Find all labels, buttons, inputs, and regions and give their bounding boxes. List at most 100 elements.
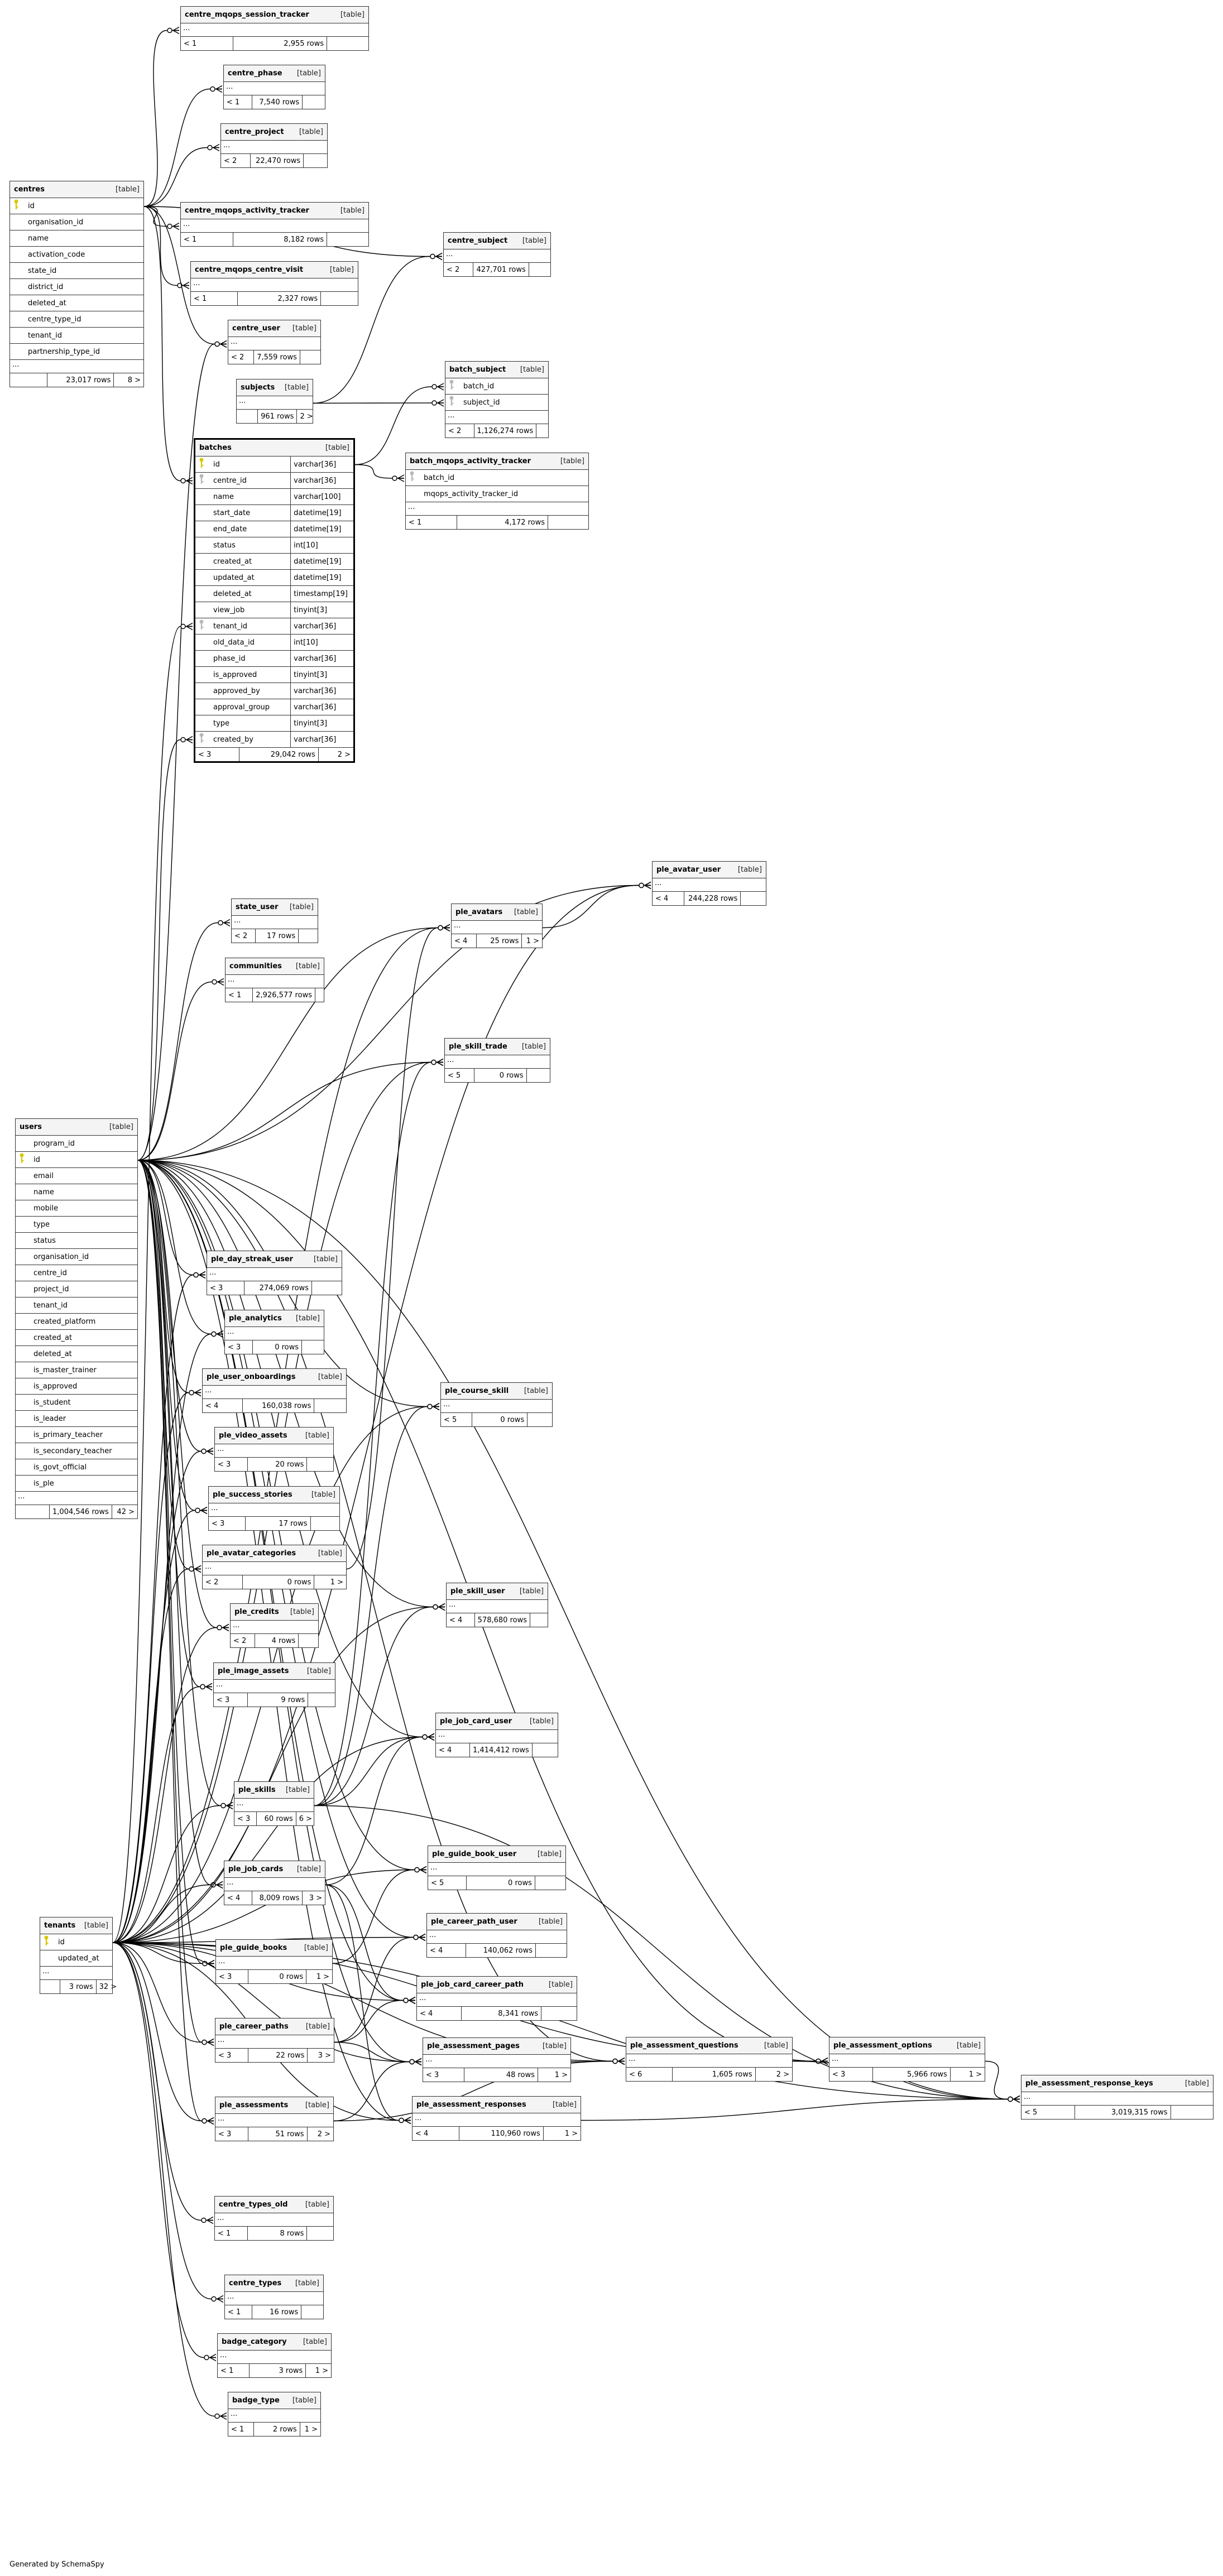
- parent-count[interactable]: < 1: [191, 292, 238, 305]
- more-columns-ellipsis[interactable]: ...: [452, 921, 542, 934]
- parent-count[interactable]: < 1: [225, 2305, 253, 2319]
- table-header[interactable]: ple_assessments[table]: [215, 2097, 333, 2114]
- child-count[interactable]: 3 >: [309, 1893, 322, 1902]
- table-header[interactable]: centre_phase[table]: [224, 65, 325, 82]
- child-count[interactable]: [299, 1634, 318, 1647]
- more-columns-ellipsis[interactable]: ...: [413, 2113, 581, 2127]
- table-name[interactable]: centre_types: [229, 2279, 282, 2287]
- table-header[interactable]: ple_credits[table]: [231, 1604, 318, 1621]
- parent-count[interactable]: < 4: [447, 1613, 475, 1627]
- parent-count[interactable]: < 3: [234, 1812, 257, 1825]
- table-name[interactable]: ple_guide_books: [220, 1944, 287, 1952]
- more-columns-ellipsis[interactable]: ...: [215, 1444, 333, 1458]
- table-name[interactable]: ple_avatar_categories: [207, 1549, 296, 1558]
- table-name[interactable]: badge_type: [232, 2396, 280, 2405]
- parent-count[interactable]: < 4: [224, 1891, 253, 1905]
- parent-count[interactable]: < 1: [224, 95, 252, 109]
- table-header[interactable]: ple_guide_books[table]: [216, 1940, 332, 1957]
- table-header[interactable]: badge_category[table]: [218, 2334, 331, 2351]
- parent-count[interactable]: < 6: [626, 2068, 673, 2081]
- child-count[interactable]: [301, 2305, 323, 2319]
- table-name[interactable]: centre_subject: [448, 237, 508, 245]
- column-row[interactable]: email: [16, 1168, 137, 1184]
- more-columns-ellipsis[interactable]: ...: [216, 1957, 332, 1970]
- table-header[interactable]: ple_job_card_user[table]: [436, 1713, 558, 1730]
- parent-count[interactable]: < 5: [445, 1069, 474, 1082]
- table-centre-mqops-activity-tracker[interactable]: centre_mqops_activity_tracker[table]...<…: [180, 202, 369, 247]
- table-name[interactable]: ple_assessment_responses: [416, 2101, 526, 2109]
- child-count[interactable]: 1 >: [330, 1578, 343, 1587]
- table-name[interactable]: ple_avatar_user: [656, 866, 721, 874]
- parent-count[interactable]: < 1: [228, 2423, 255, 2436]
- table-header[interactable]: batch_subject[table]: [445, 362, 548, 378]
- parent-count[interactable]: < 4: [653, 892, 684, 905]
- table-header[interactable]: centre_mqops_centre_visit[table]: [191, 262, 358, 278]
- more-columns-ellipsis[interactable]: ...: [203, 1562, 346, 1575]
- more-columns-ellipsis[interactable]: ...: [224, 1878, 325, 1891]
- more-columns-ellipsis[interactable]: ...: [226, 975, 324, 988]
- table-header[interactable]: centre_types[table]: [225, 2275, 323, 2292]
- child-count[interactable]: [300, 350, 320, 364]
- child-count[interactable]: [302, 1340, 324, 1354]
- parent-count[interactable]: [16, 1505, 50, 1518]
- table-header[interactable]: ple_image_assets[table]: [214, 1663, 335, 1680]
- child-count[interactable]: [741, 892, 766, 905]
- parent-count[interactable]: < 4: [417, 2007, 462, 2020]
- table-name[interactable]: batches: [199, 444, 232, 452]
- parent-count[interactable]: < 2: [444, 263, 474, 276]
- parent-count[interactable]: < 4: [413, 2127, 460, 2140]
- child-count[interactable]: [308, 1693, 335, 1707]
- parent-count[interactable]: < 4: [427, 1944, 466, 1957]
- child-count[interactable]: 2 >: [776, 2070, 789, 2079]
- child-count[interactable]: 42 >: [117, 1507, 135, 1516]
- more-columns-ellipsis[interactable]: ...: [225, 1327, 324, 1340]
- column-row[interactable]: updated_at: [40, 1950, 112, 1967]
- more-columns-ellipsis[interactable]: ...: [444, 249, 550, 263]
- table-header[interactable]: ple_career_paths[table]: [215, 2018, 334, 2035]
- table-name[interactable]: ple_assessments: [219, 2101, 289, 2109]
- more-columns-ellipsis[interactable]: ...: [191, 278, 358, 292]
- parent-count[interactable]: < 1: [406, 516, 457, 529]
- child-count[interactable]: 1 >: [564, 2129, 578, 2138]
- table-header[interactable]: ple_job_card_career_path[table]: [417, 1977, 577, 1993]
- more-columns-ellipsis[interactable]: ...: [181, 23, 368, 37]
- more-columns-ellipsis[interactable]: ...: [237, 396, 313, 410]
- column-row[interactable]: partnership_type_id: [10, 344, 143, 360]
- child-count[interactable]: [527, 1069, 550, 1082]
- table-header[interactable]: ple_assessment_questions[table]: [626, 2037, 792, 2054]
- more-columns-ellipsis[interactable]: ...: [215, 2035, 334, 2049]
- table-header[interactable]: ple_skill_user[table]: [447, 1583, 548, 1600]
- table-name[interactable]: ple_user_onboardings: [207, 1373, 296, 1381]
- parent-count[interactable]: < 2: [228, 350, 255, 364]
- more-columns-ellipsis[interactable]: ...: [228, 2409, 320, 2423]
- column-row[interactable]: batch_id: [406, 470, 588, 486]
- child-count[interactable]: [327, 37, 368, 50]
- table-header[interactable]: badge_type[table]: [228, 2392, 320, 2409]
- child-count[interactable]: 1 >: [315, 2366, 328, 2375]
- more-columns-ellipsis[interactable]: ...: [626, 2054, 792, 2068]
- more-columns-ellipsis[interactable]: ...: [16, 1492, 137, 1505]
- column-row[interactable]: mobile: [16, 1200, 137, 1217]
- table-centre-mqops-session-tracker[interactable]: centre_mqops_session_tracker[table]...< …: [180, 6, 369, 51]
- parent-count[interactable]: < 4: [436, 1743, 471, 1757]
- child-count[interactable]: 32 >: [99, 1982, 117, 1991]
- table-header[interactable]: ple_assessment_options[table]: [829, 2037, 985, 2054]
- table-header[interactable]: ple_course_skill[table]: [441, 1383, 552, 1400]
- table-header[interactable]: centres[table]: [10, 181, 143, 198]
